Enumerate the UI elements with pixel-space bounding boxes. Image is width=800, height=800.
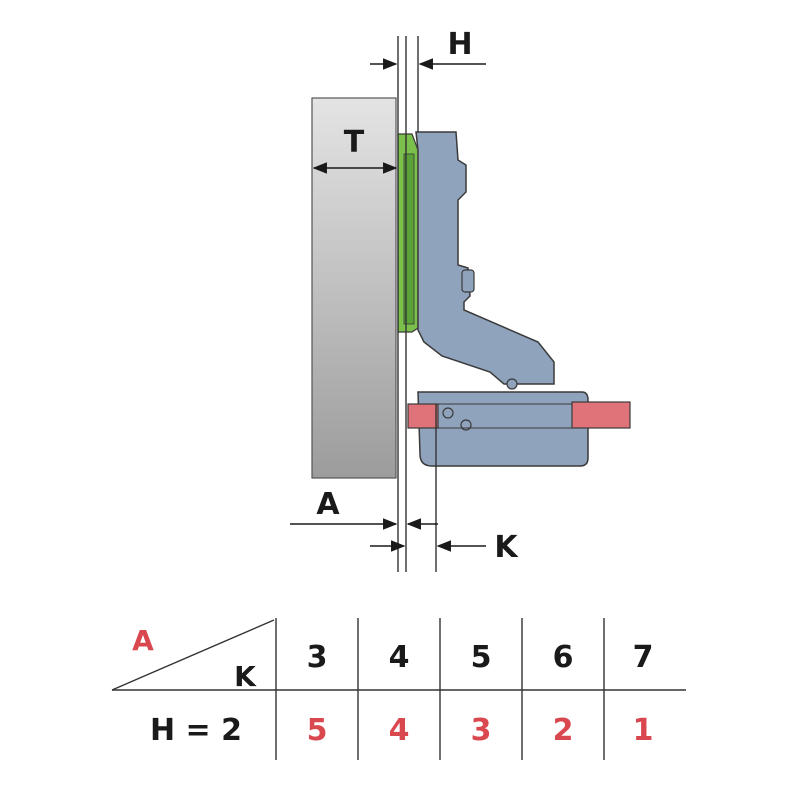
table-a-value: 4 [389,713,410,748]
table-corner-a: A [132,624,154,657]
table-k-value: 7 [633,640,654,675]
table-k-value: 3 [307,640,328,675]
arm-rivet [506,378,518,390]
k-label: K [494,530,519,565]
table-a-value: 1 [633,713,654,748]
cup-tab-left [407,403,439,429]
a-label: A [316,487,340,522]
table-row-label: H = 2 [150,713,242,748]
table-diagonal [111,619,275,691]
door-panel [311,97,397,479]
table-k-value: 4 [389,640,410,675]
arm-adjust-screw [461,269,475,293]
h-label: H [447,27,472,62]
cup-hole-1 [442,407,454,419]
table-k-value: 5 [471,640,492,675]
t-label: T [344,125,365,160]
table-k-value: 6 [553,640,574,675]
table-corner-k: K [234,660,257,693]
table-a-value: 5 [307,713,328,748]
table-a-value: 2 [553,713,574,748]
mounting-plate-inner [403,153,415,325]
cup-tab-right [571,401,631,429]
overlay-table: A K 3 4 5 6 7 H = 2 5 4 3 2 1 [111,618,686,760]
hinge-arm [415,131,555,385]
hinge-cup [417,391,589,467]
table-a-value: 3 [471,713,492,748]
